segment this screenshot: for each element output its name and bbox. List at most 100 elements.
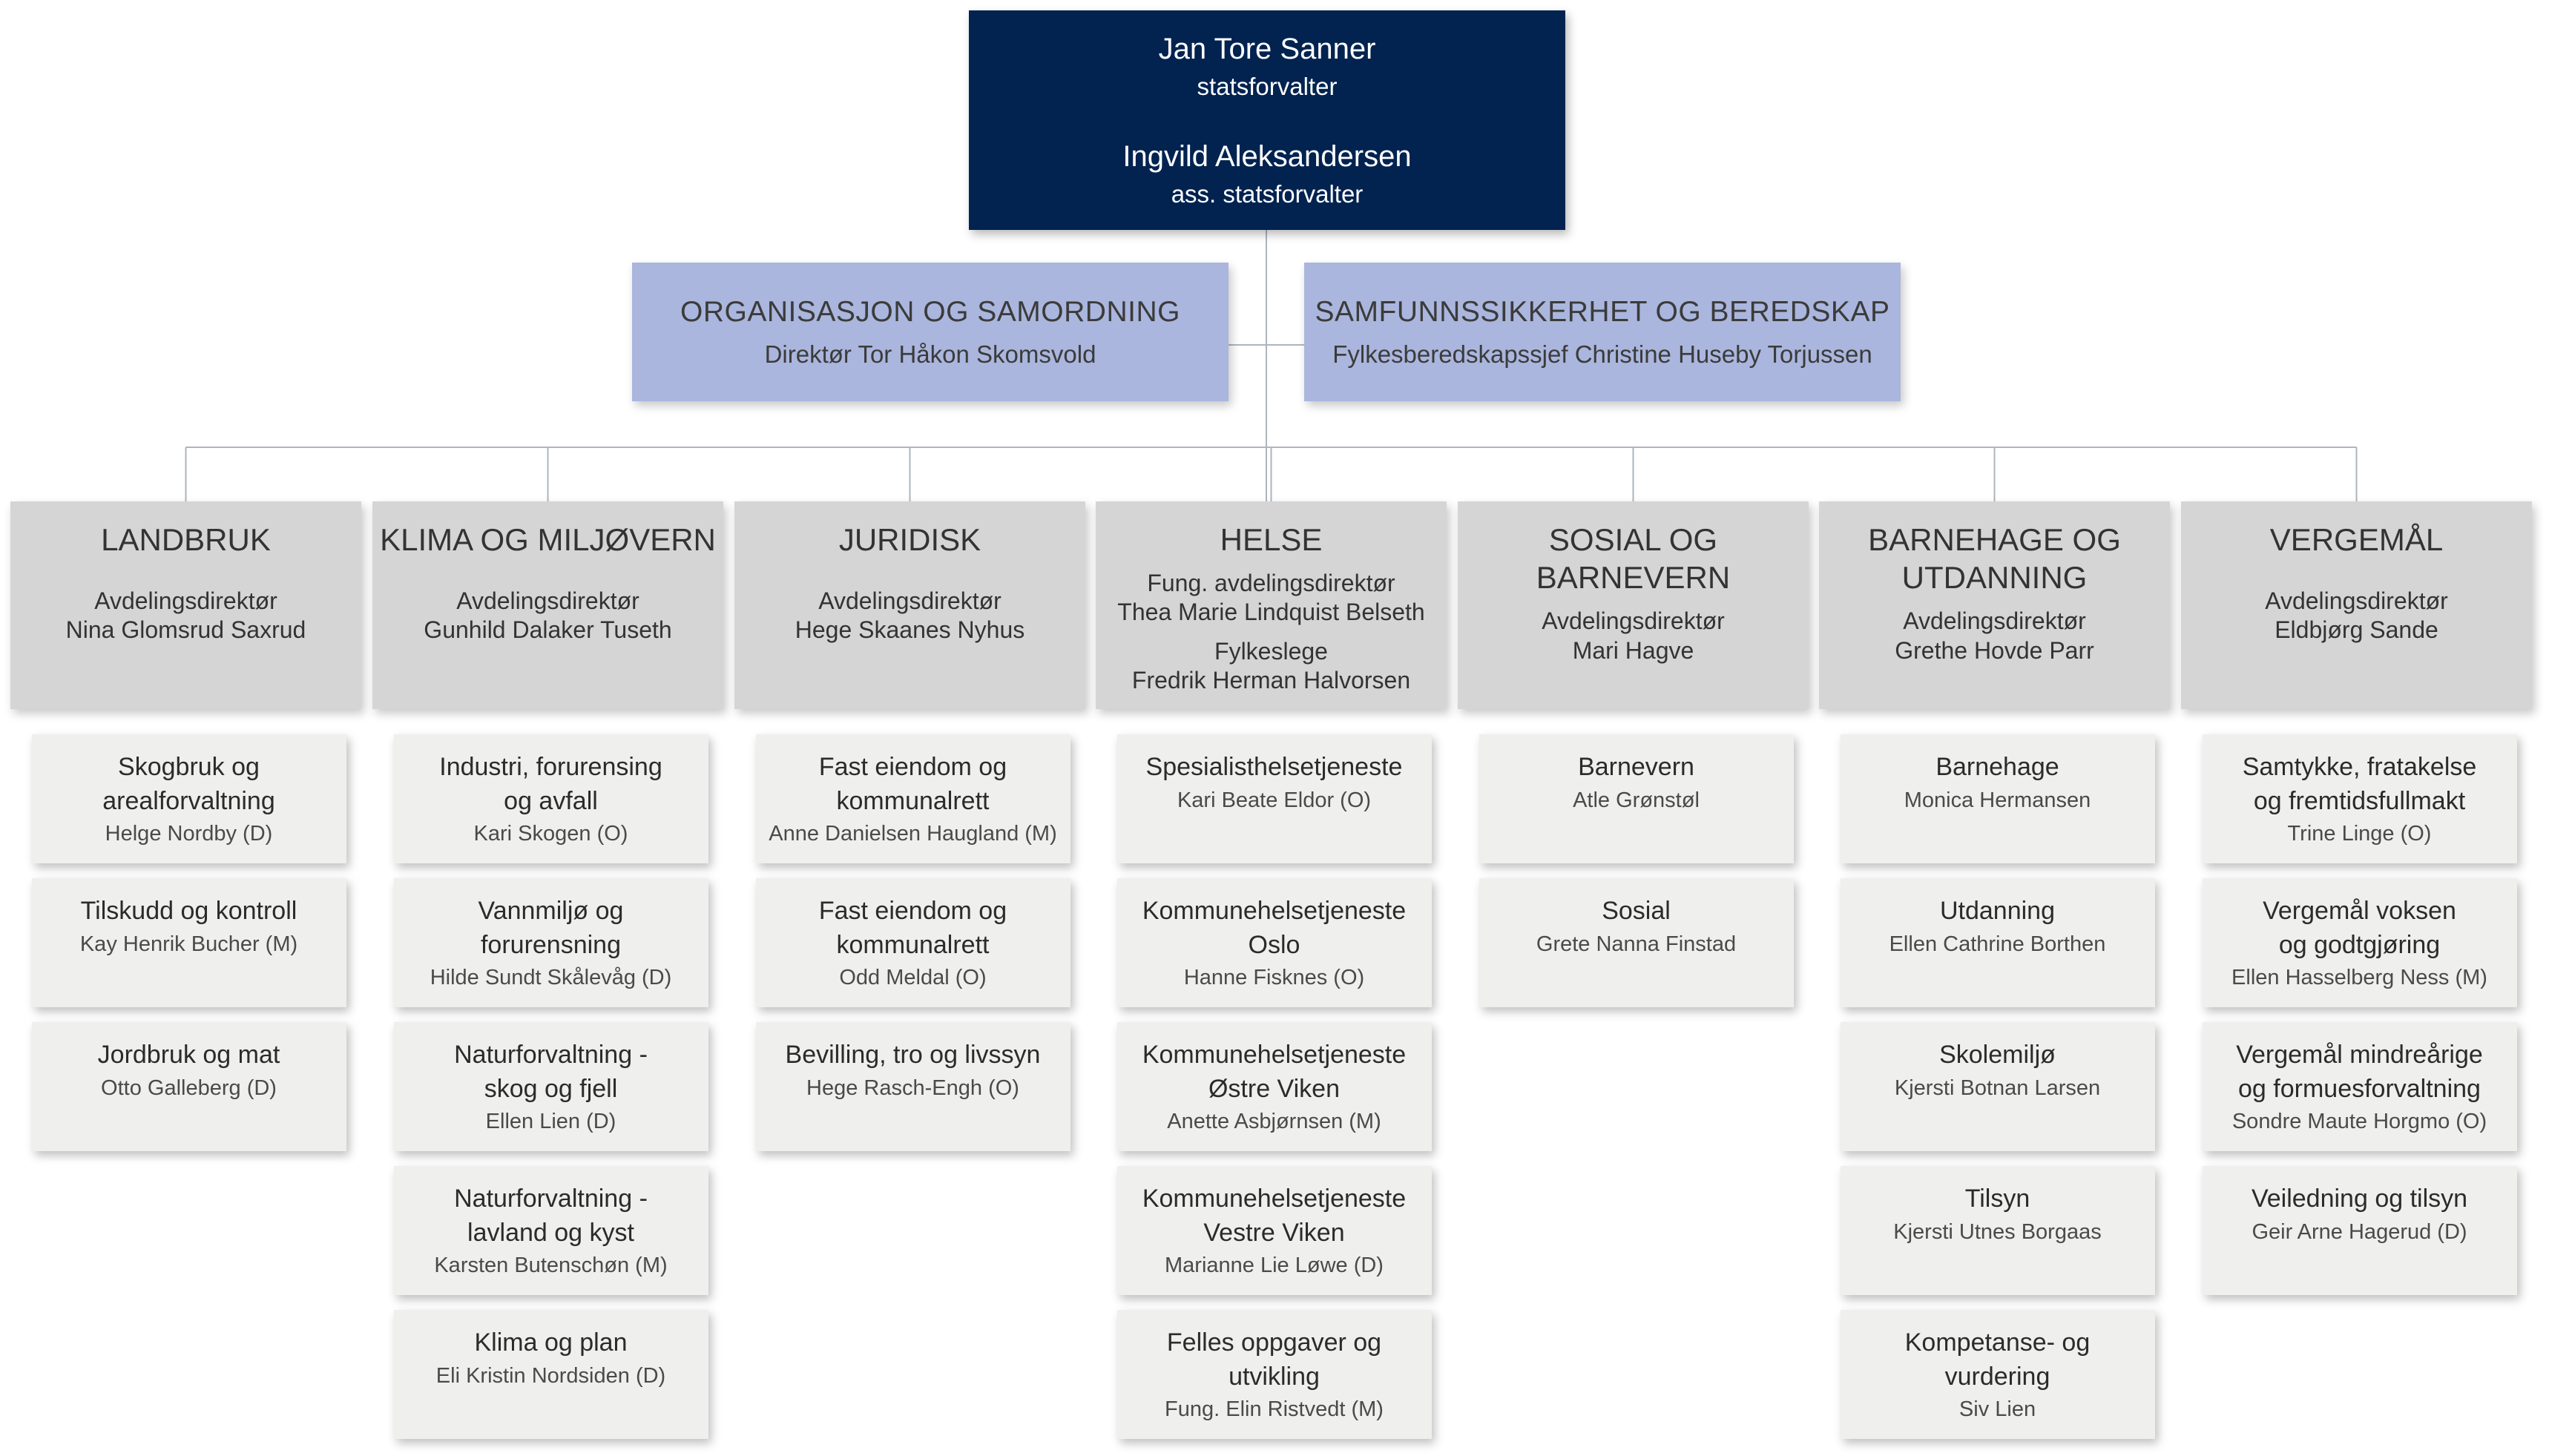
section-person: Kjersti Utnes Borgaas <box>1893 1219 2102 1244</box>
section-title: Barnevern <box>1578 753 1694 781</box>
staff-unit-title: ORGANISASJON OG SAMORDNING <box>680 295 1180 328</box>
department-head: Avdelingsdirektør <box>818 587 1001 615</box>
department-extra-head: Fylkeslege <box>1214 638 1328 665</box>
section-title: Vestre Viken <box>1203 1218 1345 1247</box>
section-person: Hanne Fisknes (O) <box>1183 966 1365 990</box>
section-person: Kjersti Botnan Larsen <box>1894 1075 2101 1100</box>
department-head: Mari Hagve <box>1572 636 1694 664</box>
section-person: Eli Kristin Nordsiden (D) <box>435 1363 666 1388</box>
department-head: Grethe Hovde Parr <box>1895 636 2094 664</box>
section-person: Sondre Maute Horgmo (O) <box>2231 1110 2487 1134</box>
section-title: arealforvaltning <box>102 786 275 815</box>
section-title: lavland og kyst <box>467 1218 634 1247</box>
section-title: Bevilling, tro og livssyn <box>785 1041 1041 1069</box>
section-title: og godtgjøring <box>2278 930 2441 959</box>
section-title: Oslo <box>1248 930 1300 959</box>
section-title: Kommunehelsetjeneste <box>1142 1041 1407 1069</box>
section-person: Hilde Sundt Skålevåg (D) <box>430 966 672 990</box>
section-title: Fast eiendom og <box>818 897 1007 925</box>
department-title: LANDBRUK <box>101 522 271 557</box>
section-title: Naturforvaltning - <box>454 1041 648 1069</box>
department-head: Gunhild Dalaker Tuseth <box>424 616 672 644</box>
section-title: Østre Viken <box>1208 1074 1340 1103</box>
section-person: Kari Beate Eldor (O) <box>1177 788 1372 812</box>
section-title: Industri, forurensing <box>439 753 662 781</box>
section-title: Skolemiljø <box>1939 1041 2056 1069</box>
section-person: Hege Rasch-Engh (O) <box>806 1075 1019 1100</box>
department-head: Avdelingsdirektør <box>2265 587 2448 615</box>
department-head: Thea Marie Lindquist Belseth <box>1117 599 1425 626</box>
department-head: Avdelingsdirektør <box>1903 607 2086 635</box>
department-title: KLIMA OG MILJØVERN <box>380 522 716 557</box>
section-title: Kommunehelsetjeneste <box>1142 1185 1407 1213</box>
section-title: Kompetanse- og <box>1904 1328 2091 1357</box>
section-title: Veiledning og tilsyn <box>2251 1185 2468 1213</box>
section-title: Samtykke, fratakelse <box>2242 753 2477 781</box>
assistant-leader-title: ass. statsforvalter <box>1171 179 1364 208</box>
section-person: Karsten Butenschøn (M) <box>434 1254 668 1278</box>
section-person: Ellen Cathrine Borthen <box>1889 932 2106 956</box>
department-head: Hege Skaanes Nyhus <box>795 616 1025 644</box>
section-title: Skogbruk og <box>118 753 260 781</box>
leader-title: statsforvalter <box>1197 72 1338 100</box>
section-person: Grete Nanna Finstad <box>1536 932 1737 956</box>
section-person: Kari Skogen (O) <box>473 822 628 846</box>
section-person: Atle Grønstøl <box>1573 788 1700 812</box>
staff-unit-title: SAMFUNNSSIKKERHET OG BEREDSKAP <box>1315 295 1890 328</box>
section-title: og formuesforvaltning <box>2238 1074 2481 1103</box>
staff-unit-organisasjon: ORGANISASJON OG SAMORDNING Direktør Tor … <box>632 263 1229 401</box>
section-title: Klima og plan <box>474 1328 628 1357</box>
section-title: kommunalrett <box>836 930 990 959</box>
department-title: BARNEHAGE OG <box>1868 522 2121 557</box>
department-head: Avdelingsdirektør <box>456 587 639 615</box>
assistant-leader-name: Ingvild Aleksandersen <box>1122 140 1412 173</box>
staff-unit-samfunnssikkerhet: SAMFUNNSSIKKERHET OG BEREDSKAP Fylkesber… <box>1304 263 1901 401</box>
section-person: Anette Asbjørnsen (M) <box>1167 1110 1381 1134</box>
section-title: utvikling <box>1229 1362 1320 1391</box>
department-title: SOSIAL OG <box>1548 522 1718 557</box>
staff-unit-head: Fylkesberedskapssjef Christine Huseby To… <box>1332 340 1872 369</box>
section-title: forurensning <box>480 930 621 959</box>
section-title: Felles oppgaver og <box>1166 1328 1382 1357</box>
section-title: Jordbruk og mat <box>97 1041 280 1069</box>
section-title: og fremtidsfullmakt <box>2253 786 2466 815</box>
section-person: Ellen Lien (D) <box>485 1110 616 1134</box>
section-title: Barnehage <box>1935 753 2059 781</box>
section-title: Spesialisthelsetjeneste <box>1145 753 1403 781</box>
section-person: Helge Nordby (D) <box>105 822 273 846</box>
section-title: Vergemål voksen <box>2263 897 2456 925</box>
section-title: Vannmiljø og <box>478 897 624 925</box>
leader-name: Jan Tore Sanner <box>1158 32 1376 65</box>
department-head: Nina Glomsrud Saxrud <box>65 616 306 644</box>
section-person: Otto Galleberg (D) <box>101 1075 277 1100</box>
section-box: Vergemål mindreårige og formuesforvaltnin… <box>2202 1022 2517 1151</box>
department-title: HELSE <box>1220 522 1323 557</box>
department-head: Eldbjørg Sande <box>2275 616 2438 644</box>
department-title: VERGEMÅL <box>2269 522 2444 557</box>
section-person: Siv Lien <box>1958 1397 2036 1422</box>
section-title: Vergemål mindreårige <box>2236 1041 2483 1069</box>
section-person: Fung. Elin Ristvedt (M) <box>1165 1397 1384 1422</box>
